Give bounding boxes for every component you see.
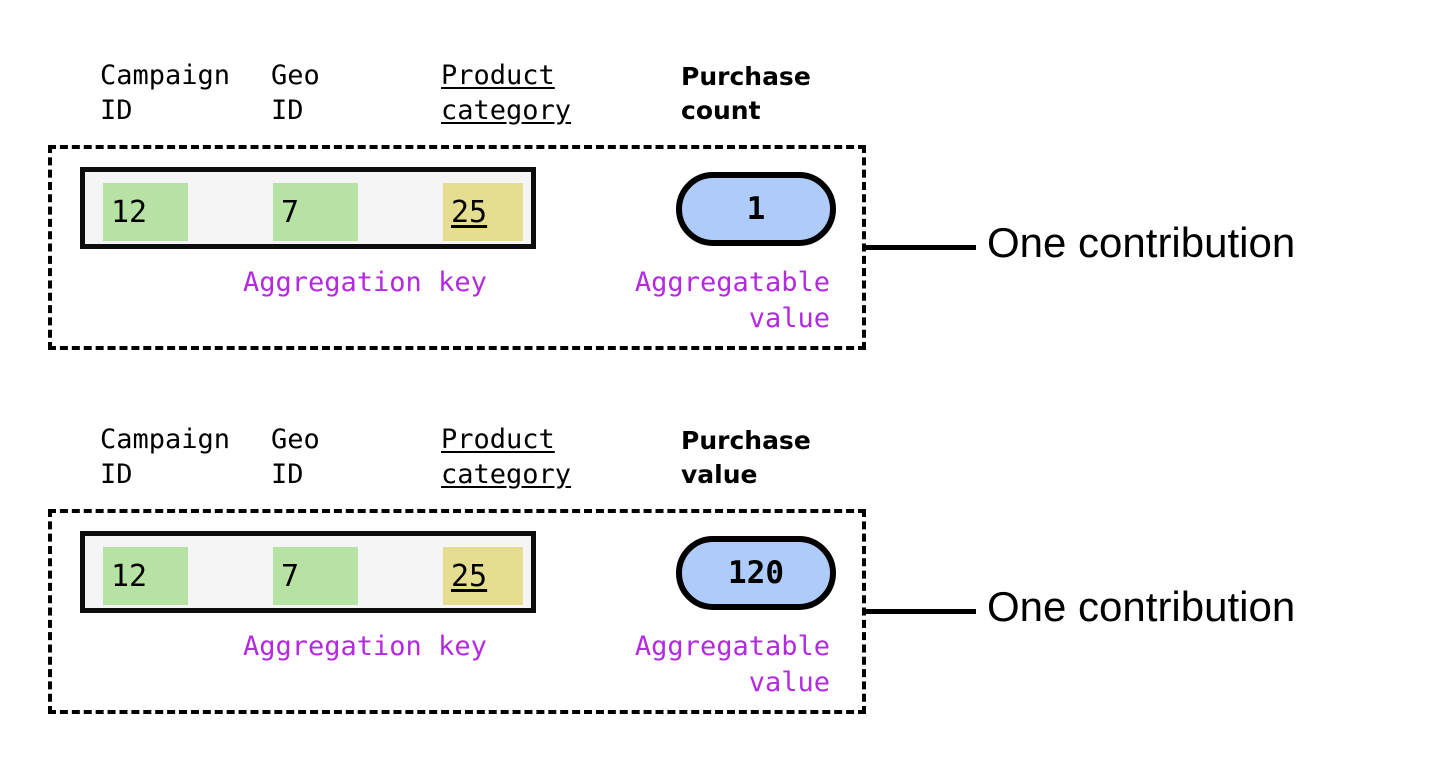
contribution-boundary (48, 509, 866, 714)
header-metric: Purchase count (681, 62, 811, 125)
key-cell-product-category: 25 (443, 183, 523, 241)
annotation-aggregation-key: Aggregation key (243, 631, 487, 662)
header-metric: Purchase value (681, 426, 811, 489)
aggregatable-value-pill: 1 (676, 172, 836, 246)
key-cell-geo-id: 7 (273, 547, 358, 605)
header-campaign-id: Campaign ID (100, 60, 231, 126)
header-geo-id: Geo ID (271, 60, 320, 126)
aggregatable-value-text: 1 (746, 191, 766, 227)
header-geo-id: Geo ID (271, 424, 320, 490)
callout-label: One contribution (987, 219, 1296, 266)
key-cell-product-category: 25 (443, 547, 523, 605)
key-cell-value: 25 (451, 558, 488, 594)
annotation-aggregatable-value: Aggregatable value (634, 631, 830, 698)
callout-connector-line (866, 245, 976, 250)
annotation-aggregatable-value: Aggregatable value (634, 267, 830, 334)
key-cell-value: 25 (451, 194, 488, 230)
key-cell-geo-id: 7 (273, 183, 358, 241)
aggregation-key-strip: 12 7 25 (80, 531, 536, 613)
key-cell-campaign-id: 12 (103, 547, 188, 605)
header-product-category: Product category (441, 424, 572, 490)
column-headers: Campaign ID Geo ID Product category Purc… (0, 422, 1442, 502)
key-cell-value: 12 (111, 194, 148, 230)
annotation-aggregation-key: Aggregation key (243, 267, 487, 298)
column-headers: Campaign ID Geo ID Product category Purc… (0, 58, 1442, 138)
key-cell-value: 12 (111, 558, 148, 594)
header-campaign-id: Campaign ID (100, 424, 231, 490)
key-cell-value: 7 (281, 558, 300, 594)
aggregation-key-strip: 12 7 25 (80, 167, 536, 249)
aggregatable-value-text: 120 (728, 555, 784, 591)
contribution-boundary (48, 145, 866, 350)
key-cell-value: 7 (281, 194, 300, 230)
header-product-category: Product category (441, 60, 572, 126)
aggregatable-value-pill: 120 (676, 536, 836, 610)
callout-label: One contribution (987, 583, 1296, 630)
key-cell-campaign-id: 12 (103, 183, 188, 241)
callout-connector-line (866, 609, 976, 614)
